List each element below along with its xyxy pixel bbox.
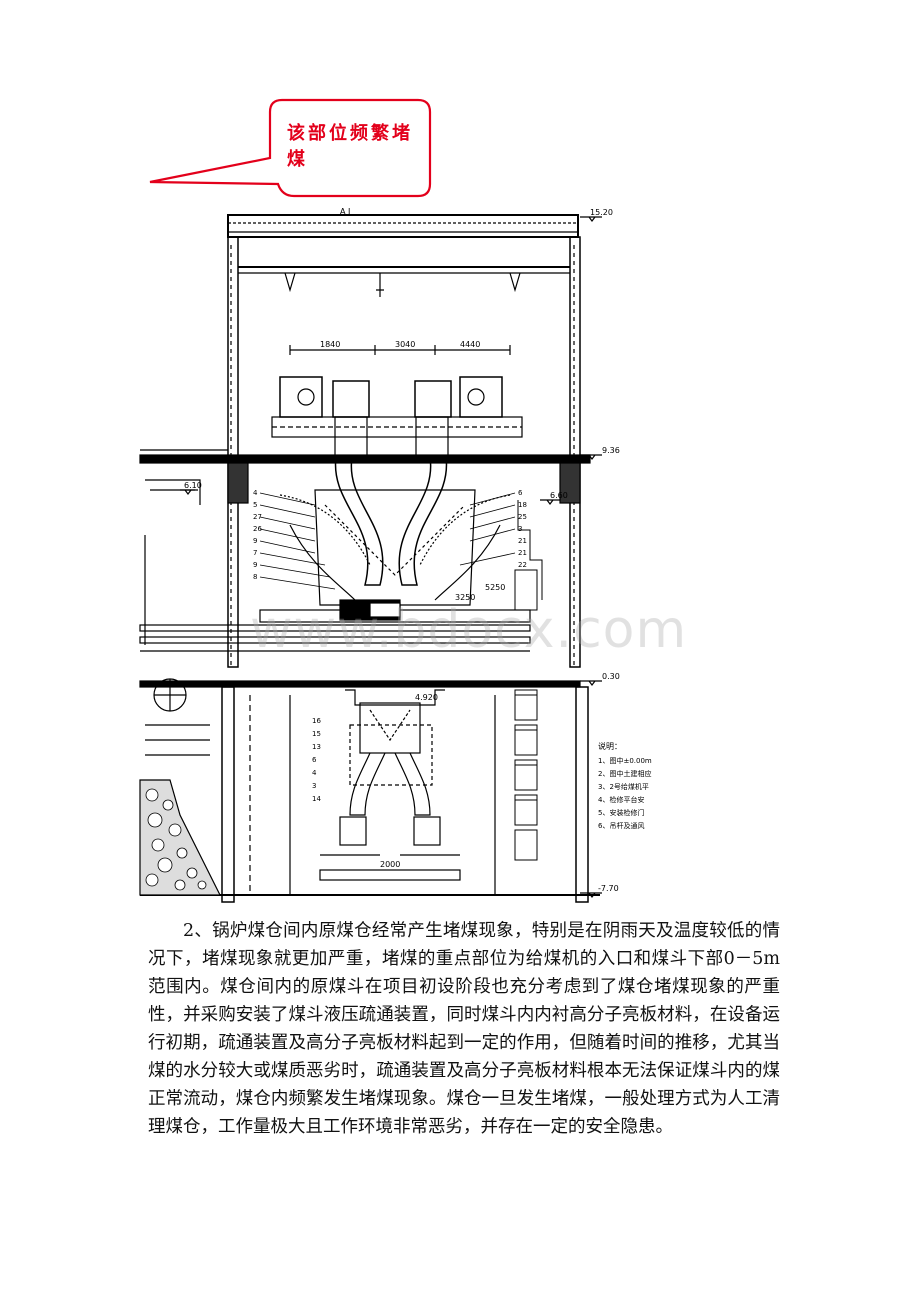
part-label-left-2: 27 xyxy=(253,513,262,521)
notes-title: 说明： xyxy=(598,741,622,751)
part-label-right-0: 6 xyxy=(518,489,523,497)
elev-mid1: 9.36 xyxy=(602,446,620,455)
note-item-4: 5、安装检修门 xyxy=(598,808,644,817)
elev-top: 15.20 xyxy=(590,208,613,217)
elev-hopper: 4.920 xyxy=(415,693,438,702)
engineering-drawing: A I 15.20 9.36 6.60 6.10 0.30 -7.70 4.92… xyxy=(139,207,655,903)
body-paragraph: 2、锅炉煤仓间内原煤仓经常产生堵煤现象，特别是在阴雨天及温度较低的情况下，堵煤现… xyxy=(148,921,780,1137)
part-label-right-6: 22 xyxy=(518,561,527,569)
part-label-right-3: 3 xyxy=(518,525,522,533)
part-label-lower-4: 4 xyxy=(312,769,317,777)
part-label-left-7: 8 xyxy=(253,573,257,581)
part-label-lower-6: 14 xyxy=(312,795,321,803)
part-label-lower-1: 15 xyxy=(312,730,321,738)
elev-bottom: -7.70 xyxy=(598,884,619,893)
note-item-1: 2、图中土建相应 xyxy=(598,769,651,778)
dim-6: 2000 xyxy=(380,860,400,869)
part-label-lower-5: 3 xyxy=(312,782,316,790)
section-label: A I xyxy=(340,207,350,216)
dim-3: 4440 xyxy=(460,340,480,349)
watermark: www.bdocx.com xyxy=(250,600,688,660)
part-label-right-2: 25 xyxy=(518,513,527,521)
dim-1: 1840 xyxy=(320,340,340,349)
part-label-right-1: 18 xyxy=(518,501,527,509)
callout-text: 该部位频繁堵煤 xyxy=(287,123,413,170)
dim-4: 3250 xyxy=(455,593,475,602)
dim-5: 5250 xyxy=(485,583,505,592)
note-item-5: 6、吊杆及通风 xyxy=(598,821,644,830)
part-label-lower-2: 13 xyxy=(312,743,321,751)
callout-bubble xyxy=(149,98,432,198)
part-label-left-4: 9 xyxy=(253,537,257,545)
elev-mid2: 6.60 xyxy=(550,491,568,500)
part-label-lower-0: 16 xyxy=(312,717,321,725)
part-label-lower-3: 6 xyxy=(312,756,317,764)
part-label-left-3: 26 xyxy=(253,525,262,533)
part-label-right-5: 21 xyxy=(518,549,527,557)
note-item-2: 3、2号给煤机平 xyxy=(598,782,649,791)
part-label-left-5: 7 xyxy=(253,549,257,557)
note-item-0: 1、图中±0.00m xyxy=(598,756,652,765)
elev-left: 6.10 xyxy=(184,481,202,490)
part-label-right-4: 21 xyxy=(518,537,527,545)
part-label-left-6: 9 xyxy=(253,561,257,569)
elev-ground: 0.30 xyxy=(602,672,620,681)
part-label-left-0: 4 xyxy=(253,489,258,497)
note-item-3: 4、检修平台安 xyxy=(598,795,644,804)
part-label-left-1: 5 xyxy=(253,501,257,509)
dim-2: 3040 xyxy=(395,340,415,349)
